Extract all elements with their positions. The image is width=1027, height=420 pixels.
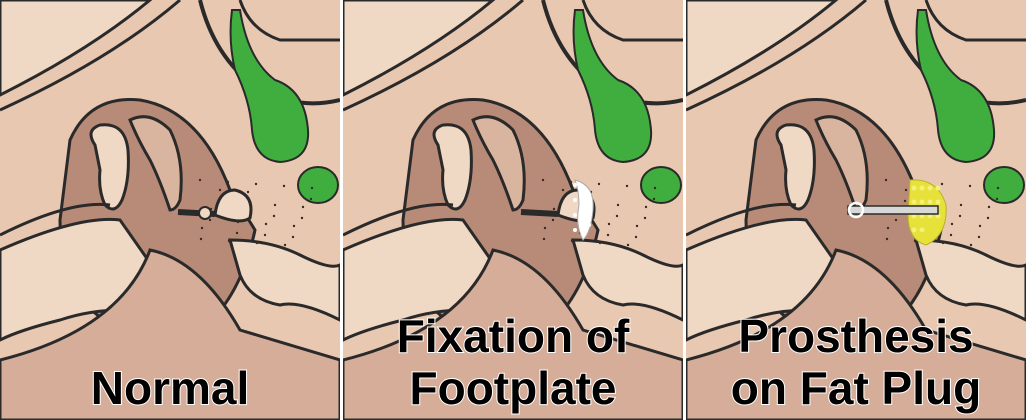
tissue-speck bbox=[273, 215, 275, 217]
fixation-speck bbox=[587, 193, 591, 197]
fixation-speck bbox=[573, 213, 577, 217]
tissue-speck bbox=[562, 189, 564, 191]
tissue-speck bbox=[570, 181, 572, 183]
tissue-speck bbox=[292, 236, 294, 238]
cochlea-green bbox=[298, 167, 338, 203]
tissue-speck bbox=[645, 206, 647, 208]
tissue-speck bbox=[293, 225, 295, 227]
stapes-head bbox=[199, 207, 211, 219]
tissue-speck bbox=[887, 227, 889, 229]
tissue-speck bbox=[553, 208, 555, 210]
caption-fixation: Fixation of Footplate bbox=[343, 310, 683, 414]
tissue-speck bbox=[209, 219, 211, 221]
fat-plug-speck bbox=[912, 186, 917, 191]
tissue-speck bbox=[941, 183, 943, 185]
tissue-speck bbox=[552, 219, 554, 221]
panel-prosthesis: Prosthesis on Fat Plug bbox=[686, 0, 1026, 420]
tissue-speck bbox=[571, 240, 573, 242]
fat-plug-speck bbox=[928, 186, 933, 191]
fat-plug-speck bbox=[912, 200, 917, 205]
tissue-speck bbox=[542, 179, 544, 181]
tissue-speck bbox=[274, 204, 276, 206]
fixation-speck bbox=[573, 228, 577, 232]
tissue-speck bbox=[959, 215, 961, 217]
tissue-speck bbox=[644, 217, 646, 219]
tissue-speck bbox=[914, 240, 916, 242]
tissue-speck bbox=[885, 179, 887, 181]
tissue-speck bbox=[200, 238, 202, 240]
tissue-speck bbox=[301, 217, 303, 219]
fixation-speck bbox=[580, 218, 584, 222]
tissue-speck bbox=[886, 238, 888, 240]
tissue-speck bbox=[302, 206, 304, 208]
tissue-speck bbox=[942, 242, 944, 244]
tissue-speck bbox=[969, 185, 971, 187]
fat-plug-speck bbox=[936, 186, 941, 191]
tissue-speck bbox=[895, 219, 897, 221]
tissue-speck bbox=[265, 223, 267, 225]
tissue-speck bbox=[255, 183, 257, 185]
tissue-speck bbox=[627, 244, 629, 246]
tissue-speck bbox=[997, 187, 999, 189]
fixation-speck bbox=[573, 183, 577, 187]
fixation-speck bbox=[580, 188, 584, 192]
tissue-speck bbox=[310, 198, 312, 200]
tissue-speck bbox=[988, 206, 990, 208]
tissue-speck bbox=[608, 223, 610, 225]
caption-prosthesis: Prosthesis on Fat Plug bbox=[686, 310, 1026, 414]
tissue-speck bbox=[283, 185, 285, 187]
tissue-speck bbox=[256, 242, 258, 244]
tissue-speck bbox=[636, 225, 638, 227]
fixation-speck bbox=[580, 203, 584, 207]
stapes-neck bbox=[521, 212, 558, 214]
tissue-speck bbox=[960, 204, 962, 206]
tissue-speck bbox=[544, 227, 546, 229]
fat-plug-speck bbox=[920, 186, 925, 191]
tissue-speck bbox=[635, 236, 637, 238]
fat-plug-speck bbox=[920, 200, 925, 205]
fat-plug-speck bbox=[912, 228, 917, 233]
tissue-speck bbox=[996, 198, 998, 200]
cochlea-green bbox=[641, 167, 681, 203]
tissue-speck bbox=[970, 244, 972, 246]
fat-plug-speck bbox=[936, 200, 941, 205]
tissue-speck bbox=[264, 234, 266, 236]
tissue-speck bbox=[228, 240, 230, 242]
tissue-speck bbox=[654, 187, 656, 189]
fixation-speck bbox=[587, 208, 591, 212]
tissue-speck bbox=[607, 234, 609, 236]
tissue-speck bbox=[617, 204, 619, 206]
tissue-speck bbox=[905, 189, 907, 191]
tissue-speck bbox=[247, 191, 249, 193]
tissue-speck bbox=[284, 244, 286, 246]
fixation-speck bbox=[573, 198, 577, 202]
tissue-speck bbox=[199, 179, 201, 181]
tissue-speck bbox=[311, 187, 313, 189]
tissue-speck bbox=[904, 200, 906, 202]
fixation-speck bbox=[587, 223, 591, 227]
tissue-speck bbox=[599, 242, 601, 244]
ear-anatomy-illustration-normal bbox=[0, 0, 340, 420]
tissue-speck bbox=[616, 215, 618, 217]
tissue-speck bbox=[219, 189, 221, 191]
panel-fixation: Fixation of Footplate bbox=[343, 0, 683, 420]
fat-plug-speck bbox=[928, 200, 933, 205]
tissue-speck bbox=[950, 234, 952, 236]
tissue-speck bbox=[543, 238, 545, 240]
tissue-speck bbox=[951, 223, 953, 225]
tissue-speck bbox=[987, 217, 989, 219]
tissue-speck bbox=[227, 181, 229, 183]
tissue-speck bbox=[979, 225, 981, 227]
tissue-speck bbox=[978, 236, 980, 238]
panel-normal: Normal bbox=[0, 0, 340, 420]
fat-plug-speck bbox=[920, 228, 925, 233]
tissue-speck bbox=[236, 232, 238, 234]
tissue-speck bbox=[201, 227, 203, 229]
caption-normal: Normal bbox=[0, 362, 340, 414]
tissue-speck bbox=[626, 185, 628, 187]
tissue-speck bbox=[598, 183, 600, 185]
cochlea-green bbox=[984, 167, 1024, 203]
tissue-speck bbox=[653, 198, 655, 200]
